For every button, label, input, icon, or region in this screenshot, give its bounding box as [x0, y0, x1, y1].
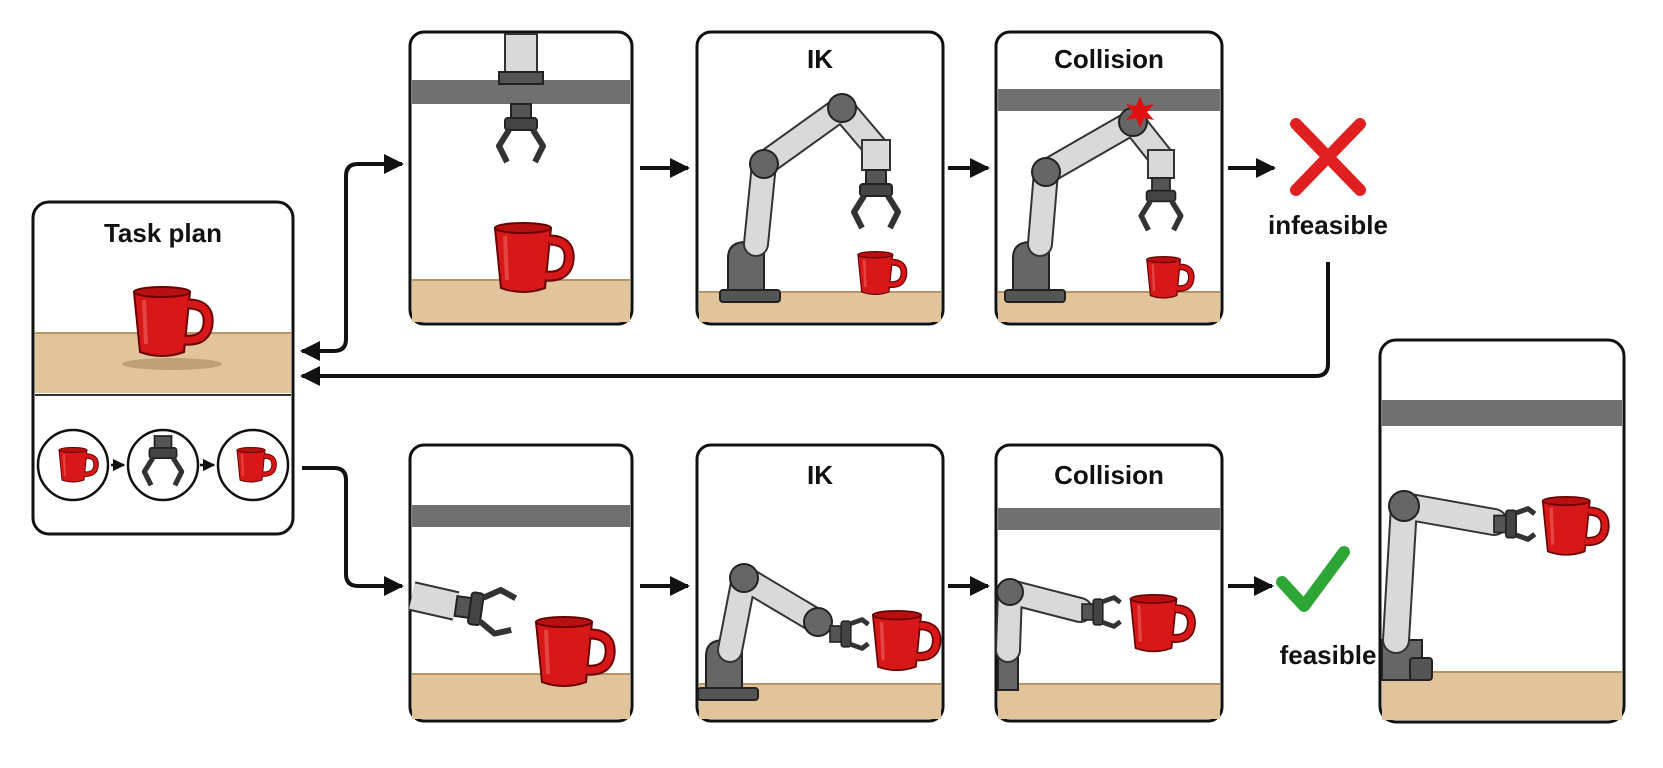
infeasible-label: infeasible — [1268, 210, 1388, 240]
cross-icon — [1290, 118, 1366, 196]
bottom-ik-panel — [695, 443, 945, 723]
top-approach-panel — [408, 30, 634, 326]
flow-arrows — [300, 154, 1330, 596]
collision-star-icon — [1126, 96, 1154, 128]
task-plan-panel — [31, 200, 295, 536]
plan-step-gripper-icon — [126, 428, 200, 502]
plan-step-cup-icon — [36, 428, 110, 502]
plan-step-cup-icon — [216, 428, 290, 502]
check-icon — [1276, 546, 1350, 612]
final-execution-panel — [1378, 338, 1626, 724]
bottom-approach-panel — [408, 443, 634, 723]
bottom-collision-label: Collision — [1054, 460, 1164, 490]
top-collision-label: Collision — [1054, 44, 1164, 74]
top-collision-panel — [994, 30, 1224, 326]
top-ik-label: IK — [807, 44, 833, 74]
top-ik-panel — [695, 30, 945, 326]
bottom-collision-panel — [994, 443, 1224, 723]
bottom-ik-label: IK — [807, 460, 833, 490]
task-plan-title: Task plan — [103, 218, 222, 248]
feasible-label: feasible — [1279, 640, 1377, 670]
